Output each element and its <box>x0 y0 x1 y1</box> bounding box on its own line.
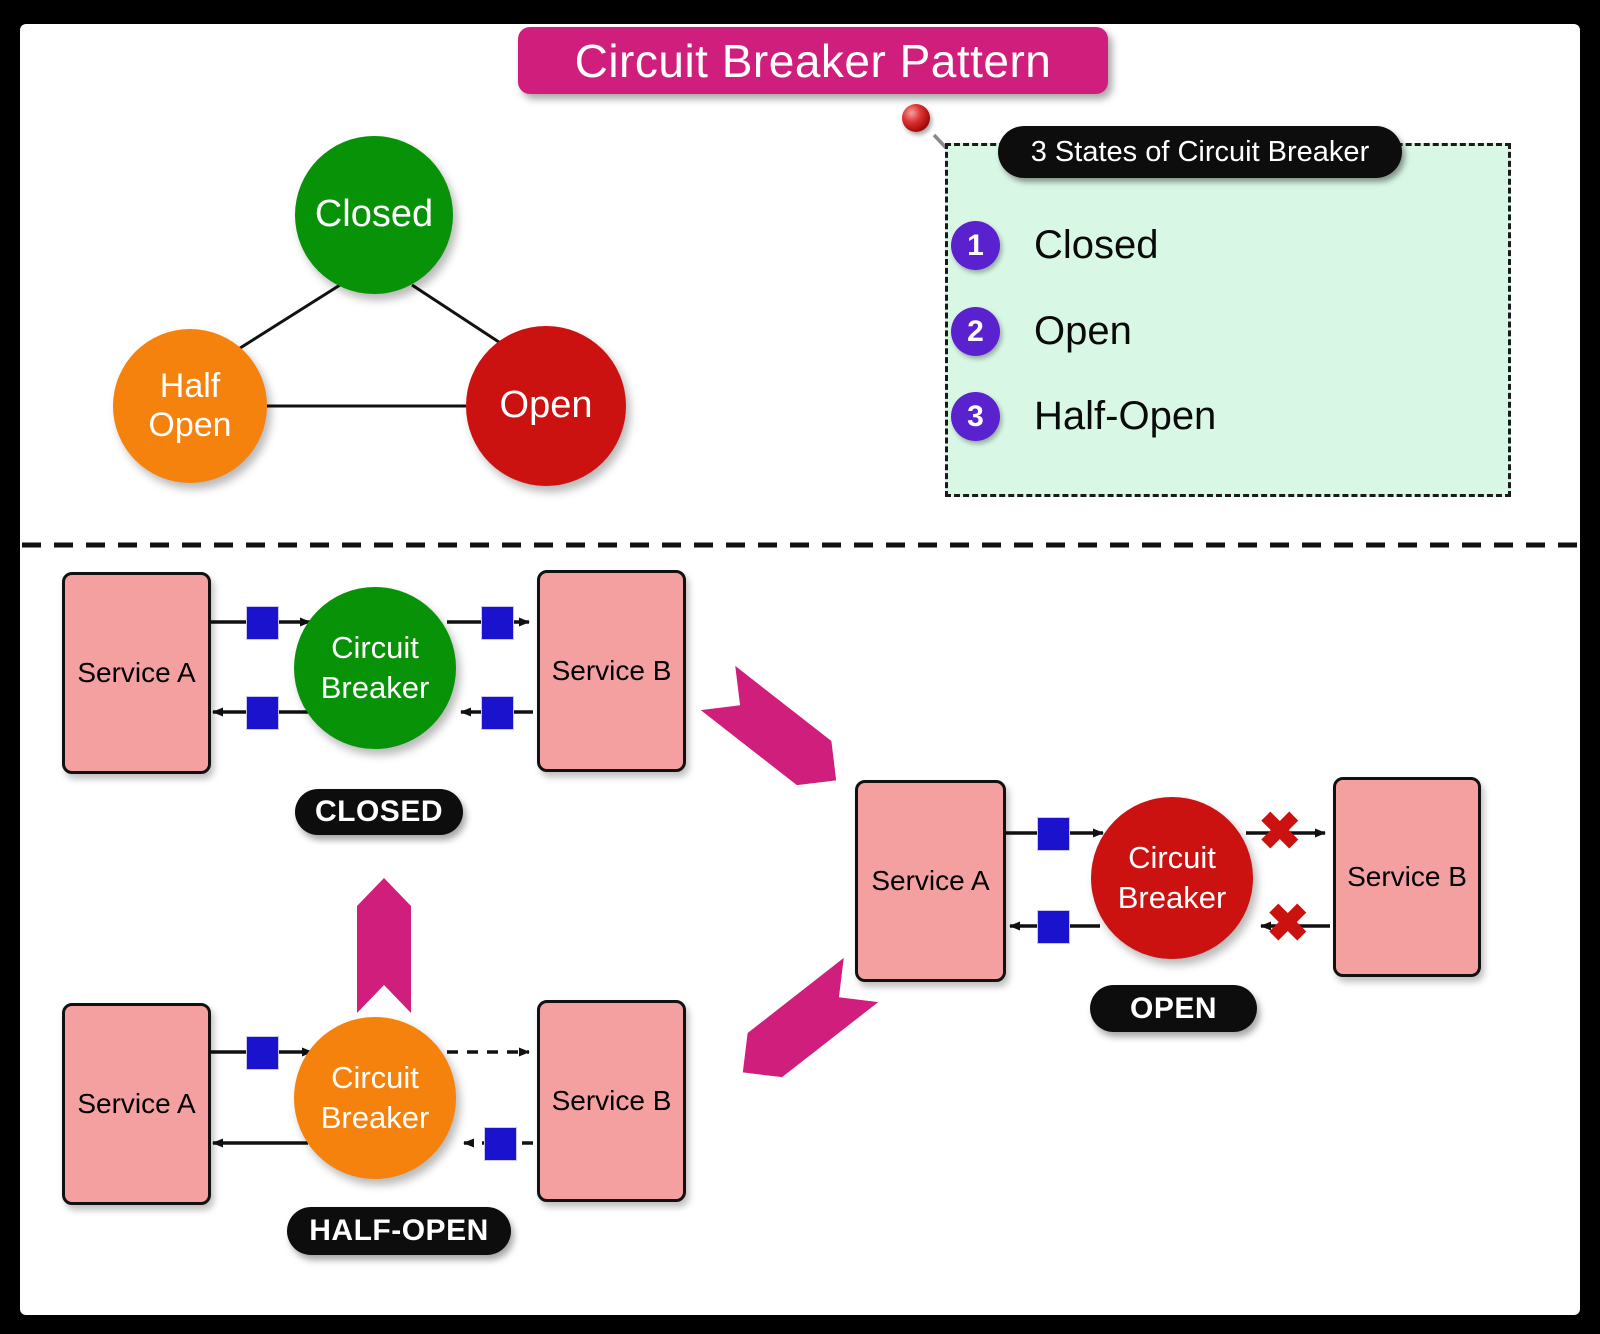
half-open-service-a-label: Service A <box>77 1088 196 1119</box>
open-breaker-circle: Circuit Breaker <box>1091 797 1253 959</box>
message-packet-icon <box>246 1036 279 1070</box>
state-half-open-circle: Half Open <box>113 329 267 483</box>
page-title: Circuit Breaker Pattern <box>518 27 1108 94</box>
failure-x-icon: ✖ <box>1266 895 1310 953</box>
message-packet-icon <box>481 696 514 730</box>
message-packet-icon <box>1037 910 1070 944</box>
half-open-service-b-label: Service B <box>551 1085 672 1116</box>
state-closed-circle: Closed <box>295 136 453 294</box>
open-service-b-label: Service B <box>1347 861 1467 892</box>
half-open-state-pill: HALF-OPEN <box>287 1207 511 1255</box>
half-open-breaker-circle: Circuit Breaker <box>294 1017 456 1179</box>
message-packet-icon <box>1037 817 1070 851</box>
pushpin-icon <box>902 104 930 132</box>
legend-badge-3: 3 <box>951 392 1000 441</box>
closed-service-a-label: Service A <box>77 657 196 688</box>
closed-breaker-circle: Circuit Breaker <box>294 587 456 749</box>
closed-service-a-box: Service A <box>62 572 211 774</box>
open-service-a-box: Service A <box>855 780 1006 982</box>
state-half-open-label-line1: Half <box>159 366 221 405</box>
closed-service-b-label: Service B <box>551 655 672 686</box>
open-state-pill-label: OPEN <box>1129 991 1218 1025</box>
state-half-open-label-line2: Open <box>148 406 232 444</box>
legend-badge-1: 1 <box>951 221 1000 270</box>
message-packet-icon <box>246 696 279 730</box>
legend-item-half-open: 3 Half-Open <box>951 392 1216 441</box>
legend-label-half-open: Half-Open <box>1034 394 1217 438</box>
closed-breaker-label-line2: Breaker <box>320 670 430 705</box>
closed-state-pill-label: CLOSED <box>314 795 443 828</box>
half-open-state-pill-label: HALF-OPEN <box>309 1214 489 1247</box>
open-state-pill: OPEN <box>1090 985 1257 1032</box>
closed-state-pill: CLOSED <box>295 789 463 835</box>
legend-badge-2: 2 <box>951 307 1000 356</box>
half-open-service-b-box: Service B <box>537 1000 686 1202</box>
closed-breaker-label-line1: Circuit <box>331 629 419 665</box>
open-service-b-box: Service B <box>1333 777 1481 977</box>
open-breaker-label-line2: Breaker <box>1117 880 1227 915</box>
failure-x-icon: ✖ <box>1258 803 1302 861</box>
legend-item-open: 2 Open <box>951 307 1132 356</box>
message-packet-icon <box>481 606 514 640</box>
message-packet-icon <box>246 606 279 640</box>
open-breaker-label-line1: Circuit <box>1128 839 1216 875</box>
legend-label-closed: Closed <box>1034 223 1159 267</box>
message-packet-icon <box>484 1127 517 1161</box>
half-open-service-a-box: Service A <box>62 1003 211 1205</box>
state-closed-label: Closed <box>314 193 434 236</box>
half-open-breaker-label-line2: Breaker <box>320 1100 430 1135</box>
open-service-a-label: Service A <box>871 865 990 896</box>
legend-title: 3 States of Circuit Breaker <box>998 126 1402 178</box>
state-open-label: Open <box>499 384 593 427</box>
half-open-breaker-label-line1: Circuit <box>331 1059 419 1095</box>
state-open-circle: Open <box>466 326 626 486</box>
legend-item-closed: 1 Closed <box>951 221 1159 270</box>
closed-service-b-box: Service B <box>537 570 686 772</box>
legend-label-open: Open <box>1034 309 1132 353</box>
